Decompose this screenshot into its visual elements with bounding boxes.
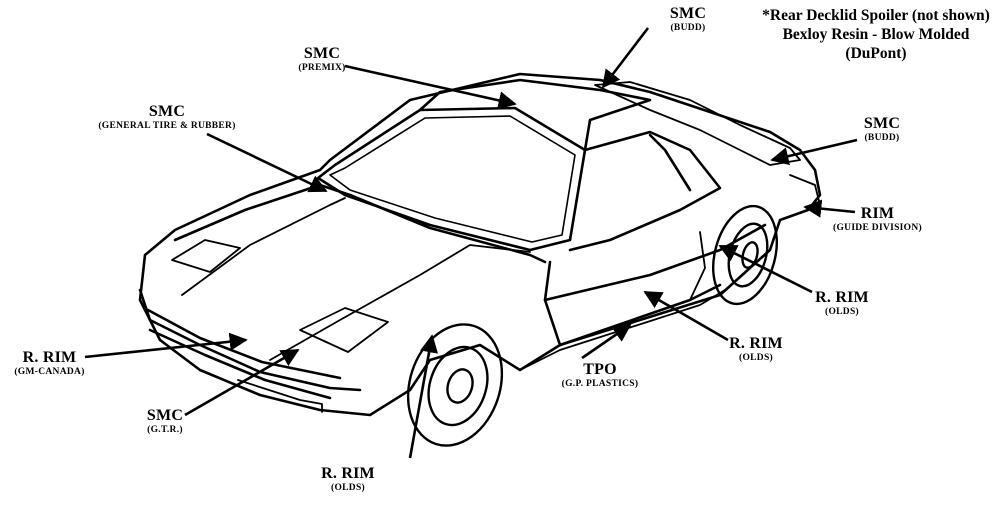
label-source: (BUDD) [670,23,706,33]
label-rear-fender: R. RIM (OLDS) [802,290,882,318]
label-hood-panel: SMC (PREMIX) [272,46,372,74]
label-material: R. RIM [815,289,869,306]
label-source: (PREMIX) [298,63,346,73]
arrow-rear-quarter [770,138,858,166]
label-source: (GENERAL TIRE & RUBBER) [98,121,236,131]
label-source: (OLDS) [825,307,859,317]
arrow-hood [206,132,328,193]
leader-arrows [84,27,858,459]
label-material: SMC [303,45,341,62]
label-source: (G.P. PLASTICS) [561,379,639,389]
label-roof: SMC (BUDD) [648,6,728,34]
label-material: R. RIM [729,335,783,352]
label-material: TPO [583,361,617,378]
label-rocker: TPO (G.P. PLASTICS) [540,362,660,390]
label-source: (BUDD) [864,133,900,143]
label-material: R. RIM [22,349,77,366]
label-material: SMC [863,115,901,132]
label-source: (OLDS) [739,353,773,363]
arrow-roof [601,27,650,89]
arrow-front-fascia-lower [184,348,300,417]
arrow-front-fascia [84,332,248,359]
arrow-hood-panel [344,64,517,110]
footnote-decklid-spoiler: *Rear Decklid Spoiler (not shown) Bexloy… [756,6,996,63]
note-line-1: *Rear Decklid Spoiler (not shown) [762,7,990,24]
label-rear-quarter: SMC (BUDD) [842,116,922,144]
label-source: (GM-CANADA) [14,367,85,377]
label-source: (GUIDE DIVISION) [833,223,922,233]
arrow-rear-fender [718,244,813,294]
note-line-3: (DuPont) [845,45,907,62]
label-material: SMC [146,407,184,424]
note-line-2: Bexloy Resin - Blow Molded [782,26,970,43]
label-material: R. RIM [321,465,375,482]
label-front-fascia-lower: SMC (G.T.R.) [130,408,200,436]
label-front-fascia: R. RIM (GM-CANADA) [2,350,97,378]
label-source: (G.T.R.) [147,425,183,435]
label-source: (OLDS) [331,483,365,493]
label-material: SMC [148,103,186,120]
label-door: R. RIM (OLDS) [716,336,796,364]
label-material: RIM [860,205,895,222]
arrow-rocker [581,323,632,360]
wheels [406,204,778,447]
arrow-front-fender [408,334,439,459]
arrow-door [643,290,729,342]
arrow-rear-fascia [803,199,856,218]
label-front-fender: R. RIM (OLDS) [308,466,388,494]
label-rear-fascia: RIM (GUIDE DIVISION) [815,206,940,234]
label-hood: SMC (GENERAL TIRE & RUBBER) [72,104,262,132]
label-material: SMC [669,5,707,22]
